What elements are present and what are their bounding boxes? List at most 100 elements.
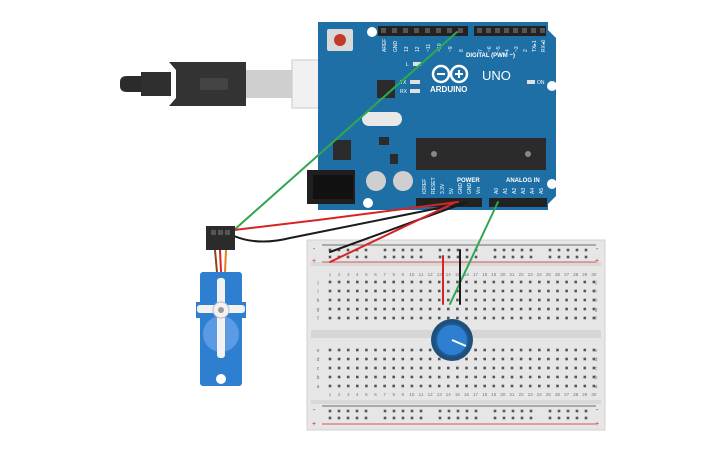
breadboard-hole[interactable] (410, 409, 414, 413)
breadboard-hole[interactable] (346, 416, 350, 420)
breadboard-hole[interactable] (492, 307, 496, 311)
breadboard-hole[interactable] (465, 409, 469, 413)
breadboard-hole[interactable] (456, 366, 459, 370)
breadboard-hole[interactable] (356, 375, 359, 379)
breadboard-hole[interactable] (583, 375, 587, 379)
breadboard-hole[interactable] (346, 255, 350, 259)
breadboard-hole[interactable] (328, 316, 332, 320)
breadboard-hole[interactable] (374, 348, 377, 352)
breadboard-hole[interactable] (465, 366, 468, 370)
breadboard-hole[interactable] (456, 255, 460, 259)
breadboard-hole[interactable] (583, 280, 587, 284)
breadboard-hole[interactable] (465, 384, 468, 388)
breadboard-hole[interactable] (492, 298, 496, 302)
breadboard-hole[interactable] (474, 375, 477, 379)
breadboard-hole[interactable] (419, 384, 423, 388)
breadboard-hole[interactable] (584, 416, 588, 420)
breadboard-hole[interactable] (557, 255, 561, 259)
breadboard-hole[interactable] (574, 298, 577, 302)
breadboard-hole[interactable] (575, 409, 579, 413)
breadboard-hole[interactable] (447, 416, 451, 420)
breadboard-hole[interactable] (437, 357, 441, 361)
breadboard-hole[interactable] (438, 416, 442, 420)
breadboard-hole[interactable] (428, 348, 432, 352)
breadboard-hole[interactable] (419, 375, 423, 379)
breadboard-hole[interactable] (410, 316, 414, 320)
breadboard-hole[interactable] (501, 375, 505, 379)
breadboard-hole[interactable] (447, 366, 450, 370)
breadboard-hole[interactable] (510, 298, 514, 302)
breadboard-hole[interactable] (574, 375, 577, 379)
breadboard-hole[interactable] (410, 357, 414, 361)
breadboard-hole[interactable] (592, 298, 596, 302)
breadboard-hole[interactable] (410, 255, 414, 259)
breadboard-hole[interactable] (383, 280, 386, 284)
breadboard-hole[interactable] (437, 307, 441, 311)
breadboard-hole[interactable] (392, 307, 395, 311)
breadboard-hole[interactable] (493, 409, 497, 413)
breadboard-hole[interactable] (401, 255, 405, 259)
breadboard-hole[interactable] (346, 248, 350, 252)
breadboard-hole[interactable] (337, 384, 341, 388)
breadboard-hole[interactable] (447, 289, 450, 293)
breadboard-hole[interactable] (547, 307, 550, 311)
breadboard-hole[interactable] (501, 307, 505, 311)
breadboard-hole[interactable] (547, 384, 550, 388)
breadboard-hole[interactable] (528, 366, 532, 370)
breadboard-hole[interactable] (528, 375, 532, 379)
breadboard-hole[interactable] (465, 280, 468, 284)
breadboard-hole[interactable] (356, 307, 359, 311)
breadboard-hole[interactable] (392, 357, 395, 361)
breadboard-hole[interactable] (456, 248, 460, 252)
breadboard-hole[interactable] (419, 348, 423, 352)
breadboard-hole[interactable] (355, 255, 359, 259)
breadboard-hole[interactable] (566, 409, 570, 413)
breadboard-hole[interactable] (365, 348, 368, 352)
breadboard-hole[interactable] (337, 298, 341, 302)
breadboard-hole[interactable] (465, 255, 469, 259)
breadboard-hole[interactable] (548, 248, 552, 252)
breadboard-hole[interactable] (556, 289, 559, 293)
breadboard-hole[interactable] (447, 248, 451, 252)
breadboard-hole[interactable] (574, 316, 577, 320)
breadboard-hole[interactable] (419, 298, 423, 302)
breadboard-hole[interactable] (548, 255, 552, 259)
breadboard-hole[interactable] (410, 307, 414, 311)
breadboard-hole[interactable] (483, 298, 486, 302)
breadboard-hole[interactable] (456, 280, 459, 284)
breadboard-hole[interactable] (428, 384, 432, 388)
breadboard-hole[interactable] (557, 416, 561, 420)
breadboard-hole[interactable] (346, 298, 350, 302)
breadboard-hole[interactable] (492, 316, 496, 320)
breadboard-hole[interactable] (474, 316, 477, 320)
breadboard-hole[interactable] (328, 289, 332, 293)
breadboard-hole[interactable] (383, 307, 386, 311)
breadboard-hole[interactable] (502, 409, 506, 413)
breadboard-hole[interactable] (528, 280, 532, 284)
breadboard-hole[interactable] (474, 289, 477, 293)
breadboard-hole[interactable] (328, 348, 332, 352)
breadboard-hole[interactable] (565, 280, 568, 284)
breadboard-hole[interactable] (374, 289, 377, 293)
breadboard-hole[interactable] (538, 280, 541, 284)
breadboard-hole[interactable] (383, 366, 386, 370)
breadboard-hole[interactable] (401, 384, 405, 388)
breadboard-hole[interactable] (538, 357, 541, 361)
breadboard-hole[interactable] (419, 255, 423, 259)
breadboard-hole[interactable] (383, 409, 387, 413)
breadboard-hole[interactable] (346, 348, 350, 352)
reset-button-icon[interactable] (327, 29, 353, 51)
breadboard-hole[interactable] (520, 248, 524, 252)
breadboard-hole[interactable] (510, 375, 514, 379)
breadboard-hole[interactable] (374, 316, 377, 320)
breadboard-hole[interactable] (592, 280, 596, 284)
breadboard-hole[interactable] (447, 255, 451, 259)
breadboard-hole[interactable] (528, 298, 532, 302)
breadboard-hole[interactable] (383, 348, 386, 352)
breadboard-hole[interactable] (529, 416, 533, 420)
breadboard-hole[interactable] (328, 255, 332, 259)
breadboard-hole[interactable] (401, 307, 405, 311)
breadboard-hole[interactable] (410, 384, 414, 388)
breadboard-hole[interactable] (392, 384, 395, 388)
breadboard-hole[interactable] (456, 409, 460, 413)
